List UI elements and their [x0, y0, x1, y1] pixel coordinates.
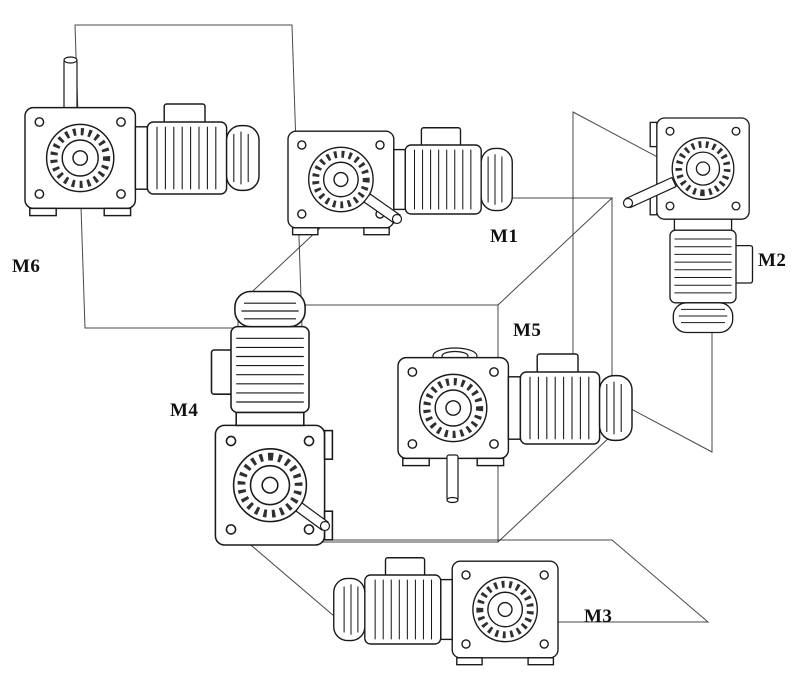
- label-m2: M2: [758, 250, 787, 271]
- label-m1: M1: [490, 226, 519, 247]
- gearmotor-m2-drawing: [622, 118, 753, 333]
- reference-plane-m3: [243, 539, 710, 623]
- label-m4: M4: [170, 400, 199, 421]
- label-m6: M6: [12, 256, 41, 277]
- gearmotor-m1-drawing: [288, 128, 512, 235]
- gearmotor-m6-drawing: [25, 56, 259, 216]
- gearmotor-m5-drawing: [398, 347, 632, 504]
- label-m5: M5: [513, 320, 542, 341]
- gearmotor-m3-drawing: [334, 558, 558, 665]
- label-m3: M3: [584, 606, 613, 627]
- gearmotor-m4-drawing: [212, 292, 333, 546]
